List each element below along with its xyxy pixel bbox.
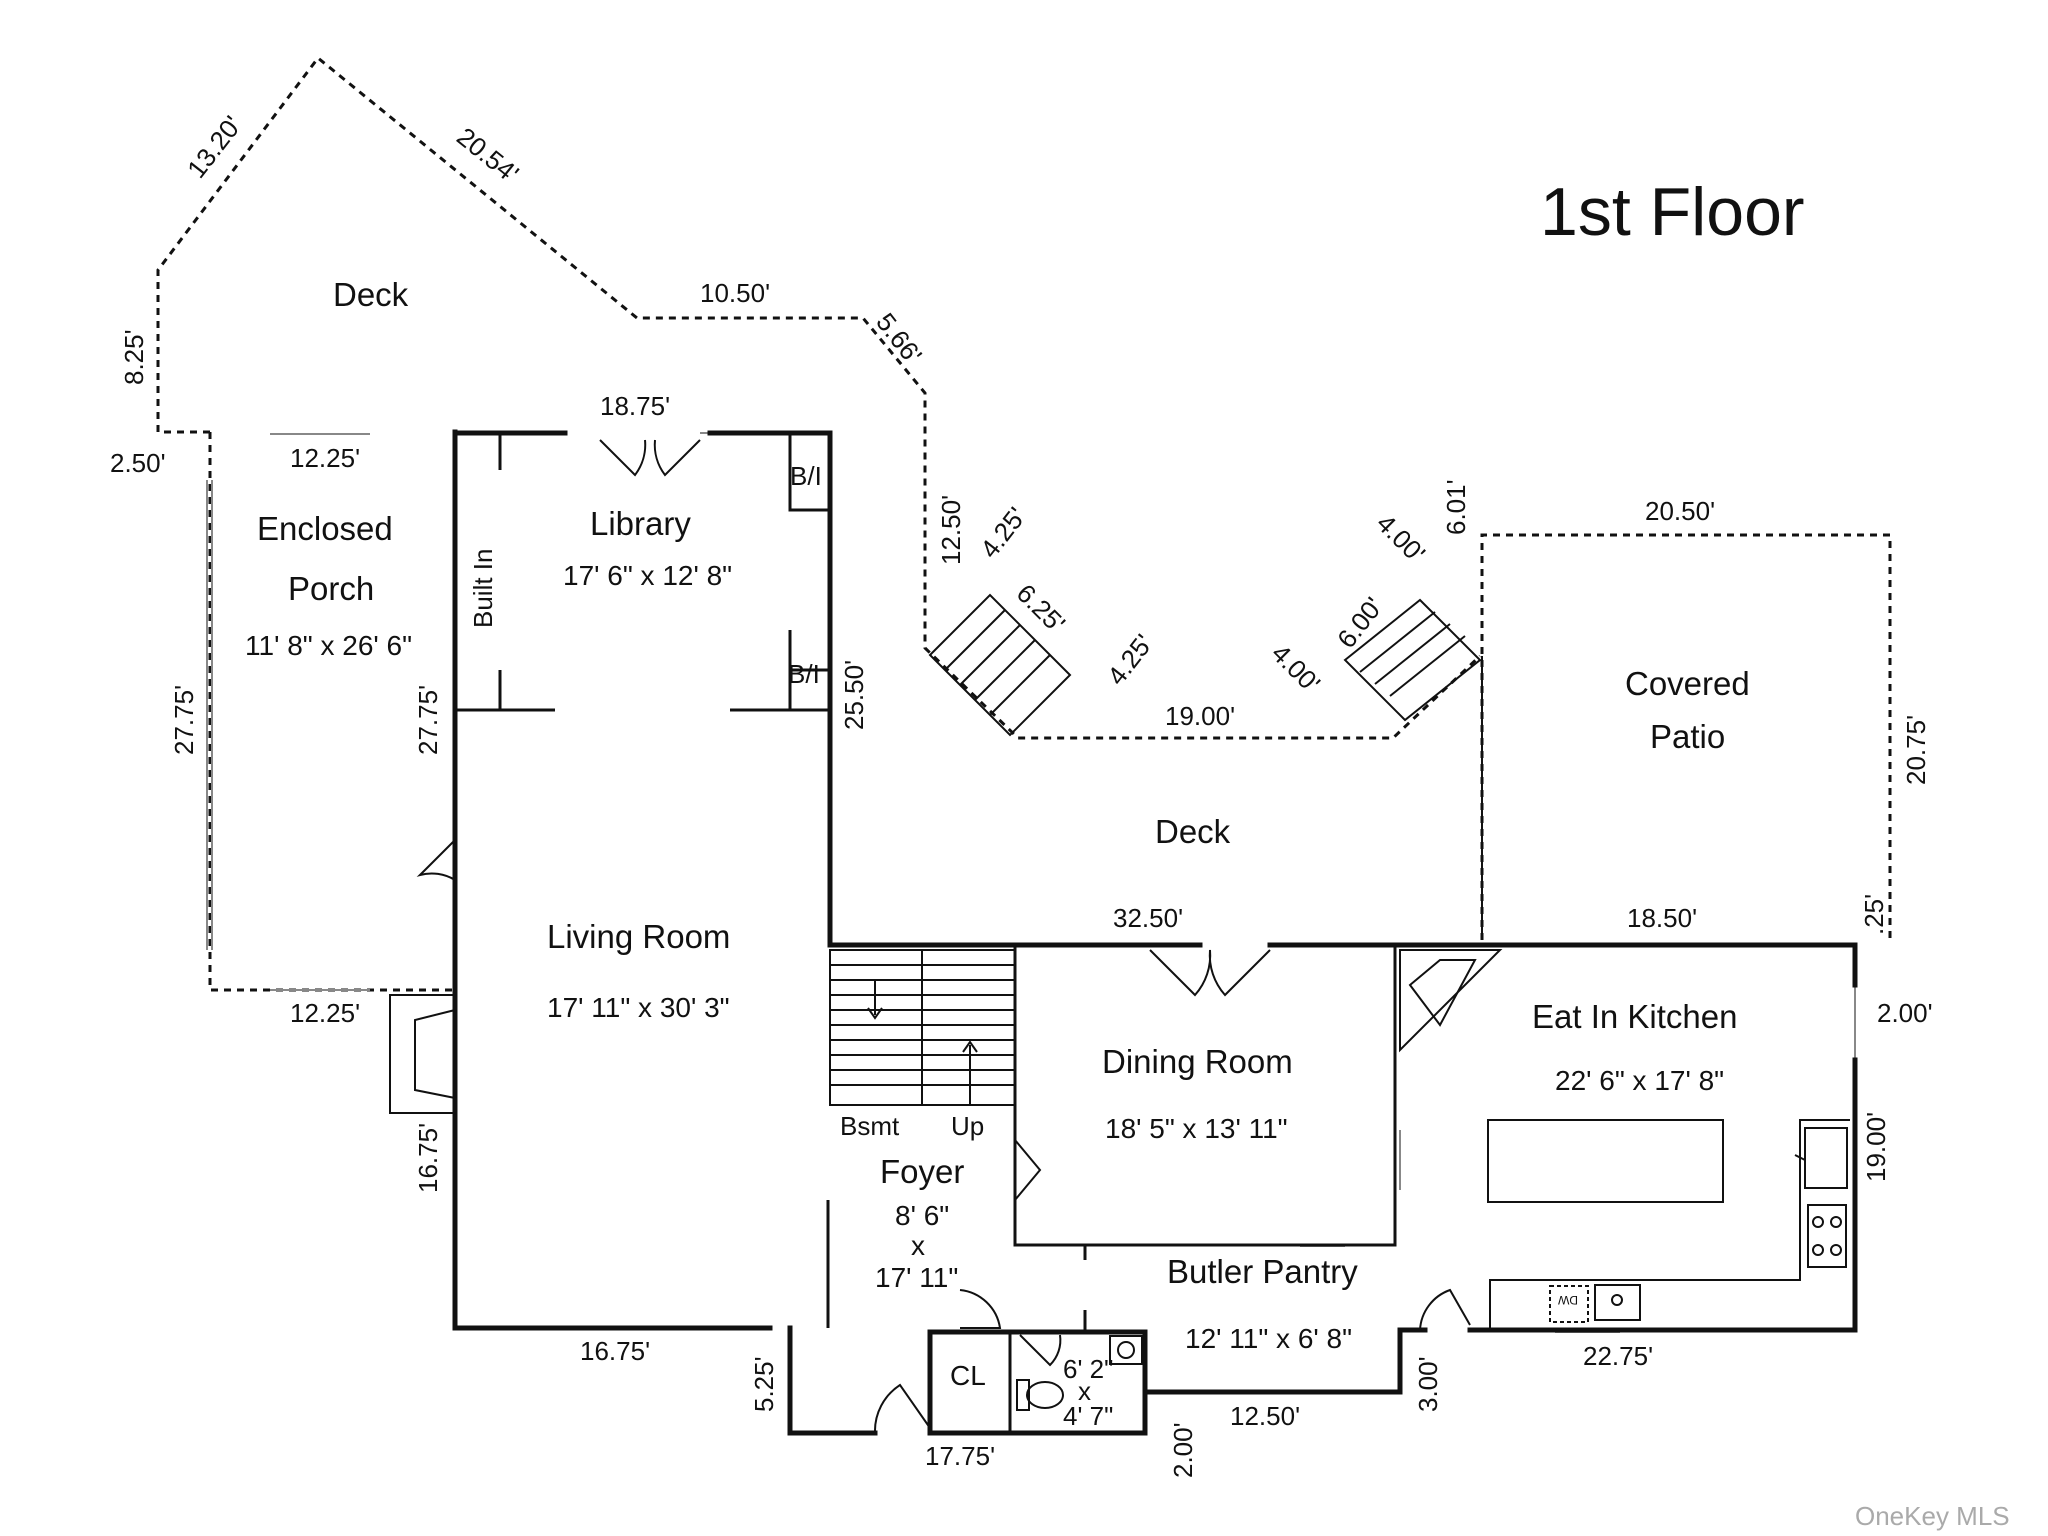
label-bsmt: Bsmt xyxy=(840,1111,900,1141)
dim-20-75: 20.75' xyxy=(1901,715,1931,785)
dim-12-25-bottom: 12.25' xyxy=(290,998,360,1028)
label-butler-pantry-size: 12' 11" x 6' 8" xyxy=(1185,1323,1352,1354)
label-bi-top: B/I xyxy=(790,461,822,491)
label-foyer: Foyer xyxy=(880,1153,964,1190)
label-living-room: Living Room xyxy=(547,918,730,955)
label-built-in: Built In xyxy=(468,549,498,629)
dim-12-50-left: 12.50' xyxy=(936,495,966,565)
dim-6-25: 6.25' xyxy=(1011,578,1072,639)
dim-2-50: 2.50' xyxy=(110,448,166,478)
label-foyer-size-1: 8' 6" xyxy=(895,1200,949,1231)
dim-4-00-a: 4.00' xyxy=(1266,638,1327,699)
library-right-wall xyxy=(827,430,1203,948)
label-covered: Covered xyxy=(1625,665,1750,702)
dim-6-01: 6.01' xyxy=(1441,479,1471,535)
powder-south-wall xyxy=(927,1389,1148,1436)
dim-12-25-top: 12.25' xyxy=(290,443,360,473)
label-patio: Patio xyxy=(1650,718,1725,755)
doors xyxy=(416,439,1471,1434)
label-dining-room: Dining Room xyxy=(1102,1043,1293,1080)
dim-32-50: 32.50' xyxy=(1113,903,1183,933)
dim-5-66: 5.66' xyxy=(870,307,928,369)
stairs xyxy=(829,949,1016,1106)
label-powder-size-3: 4' 7" xyxy=(1063,1401,1113,1431)
dim-16-75-side: 16.75' xyxy=(413,1123,443,1193)
label-library: Library xyxy=(590,505,691,542)
label-bi-bottom: B/I xyxy=(788,659,820,689)
upper-deck-outline xyxy=(156,55,1482,740)
dim-3-00: 3.00' xyxy=(1413,1356,1443,1412)
dim-17-75: 17.75' xyxy=(925,1441,995,1471)
dim-6-00: 6.00' xyxy=(1331,591,1389,653)
dim-12-50-bottom: 12.50' xyxy=(1230,1401,1300,1431)
dim-4-25-a: 4.25' xyxy=(974,501,1032,563)
label-foyer-size-3: 17' 11" xyxy=(875,1262,958,1293)
dim-16-75-bottom: 16.75' xyxy=(580,1336,650,1366)
dim-19-00: 19.00' xyxy=(1165,701,1235,731)
dim-4-25-b: 4.25' xyxy=(1101,628,1159,690)
label-closet: CL xyxy=(950,1360,986,1391)
dim-18-50: 18.50' xyxy=(1627,903,1697,933)
dim-10-50: 10.50' xyxy=(700,278,770,308)
dim-19-00-right: 19.00' xyxy=(1861,1112,1891,1182)
dim-20-54: 20.54' xyxy=(451,121,524,188)
fireplace xyxy=(389,994,456,1114)
kitchen-corner-cabinet xyxy=(1399,949,1503,1053)
deck-steps-left xyxy=(928,593,1072,737)
dim-20-50: 20.50' xyxy=(1645,496,1715,526)
kitchen-sink-2-icon xyxy=(1594,1284,1641,1321)
label-porch: Porch xyxy=(288,570,374,607)
dim-27-75-left: 27.75' xyxy=(169,685,199,755)
covered-patio-outline xyxy=(1480,533,1892,940)
label-living-room-size: 17' 11" x 30' 3" xyxy=(547,992,730,1023)
label-powder-size-1: 6' 2" xyxy=(1063,1354,1113,1384)
label-porch-size: 11' 8" x 26' 6" xyxy=(245,630,412,661)
dim-25-50: 25.50' xyxy=(839,660,869,730)
library-living-wall-left xyxy=(452,429,773,1331)
label-deck-middle: Deck xyxy=(1155,813,1231,850)
dishwasher-icon xyxy=(1549,1285,1589,1323)
label-up: Up xyxy=(951,1111,984,1141)
dim-8-25: 8.25' xyxy=(119,329,149,385)
label-dw: DW xyxy=(1557,1293,1578,1307)
dim-0-25: .25' xyxy=(1859,894,1889,935)
dim-2-00-right: 2.00' xyxy=(1877,998,1933,1028)
kitchen-island xyxy=(1487,1119,1724,1203)
dim-22-75: 22.75' xyxy=(1583,1341,1653,1371)
kitchen-sink-icon xyxy=(1794,1127,1848,1189)
dim-27-75-inner: 27.75' xyxy=(413,685,443,755)
pantry-south-wall xyxy=(1142,1327,1428,1395)
label-powder-size-2: x xyxy=(1078,1376,1091,1406)
dim-4-00-b: 4.00' xyxy=(1371,508,1432,569)
dim-2-00-bottom: 2.00' xyxy=(1168,1422,1198,1478)
dim-5-25: 5.25' xyxy=(749,1356,779,1412)
floor-title: 1st Floor xyxy=(1540,174,1805,250)
watermark: OneKey MLS xyxy=(1855,1501,2010,1531)
foyer-south-wall xyxy=(787,1325,878,1436)
label-enclosed: Enclosed xyxy=(257,510,393,547)
label-butler-pantry: Butler Pantry xyxy=(1167,1253,1358,1290)
toilet-icon xyxy=(1016,1379,1064,1411)
label-library-size: 17' 6" x 12' 8" xyxy=(563,560,732,591)
dim-13-20: 13.20' xyxy=(181,110,248,184)
label-eat-in-kitchen: Eat In Kitchen xyxy=(1532,998,1737,1035)
powder-sink-icon xyxy=(1109,1335,1143,1365)
enclosed-porch-outline xyxy=(208,432,455,992)
stove-icon xyxy=(1807,1204,1847,1268)
label-foyer-size-2: x xyxy=(911,1230,925,1261)
deck-steps-right xyxy=(1343,598,1482,722)
kitchen-east-wall-lower xyxy=(1467,1057,1858,1333)
dim-18-75: 18.75' xyxy=(600,391,670,421)
label-dining-room-size: 18' 5" x 13' 11" xyxy=(1105,1113,1288,1144)
label-kitchen-size: 22' 6" x 17' 8" xyxy=(1555,1065,1724,1096)
kitchen-counter xyxy=(1489,1119,1850,1330)
label-deck-upper: Deck xyxy=(333,276,409,313)
